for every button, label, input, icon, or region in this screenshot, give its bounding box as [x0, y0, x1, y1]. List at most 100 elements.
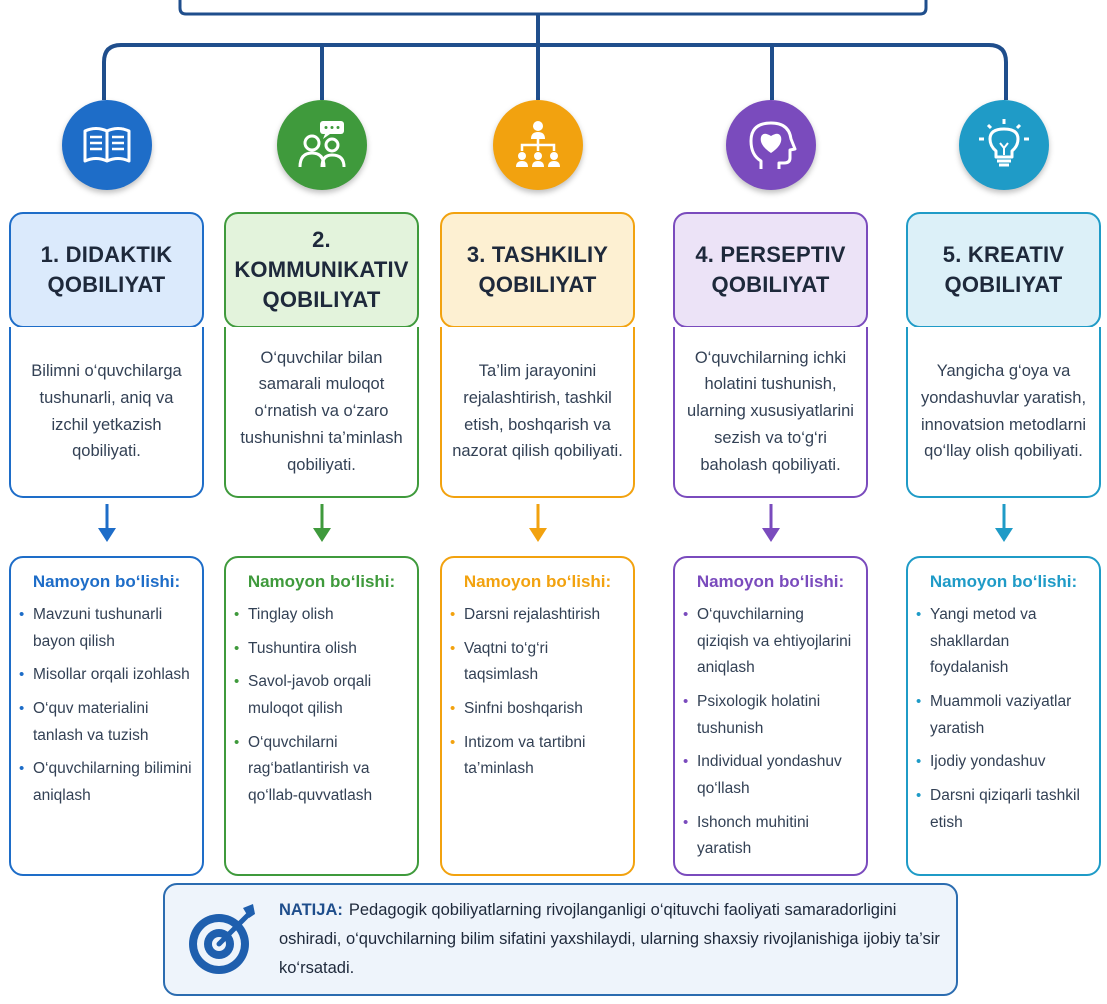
column-description: Ta’lim jarayonini rejalashtirish, tashki… [440, 327, 635, 498]
bullet-icon: • [683, 606, 689, 623]
bullet-icon: • [19, 760, 25, 778]
list-item: • Yangi metod va shakllardan foydalanish [916, 602, 1091, 682]
column-description: O‘quvchilar bilan samarali muloqot o‘rna… [224, 327, 419, 498]
organization-icon [492, 100, 583, 190]
list-item-text: O‘quvchilarning bilimini aniqlash [33, 760, 192, 804]
bullet-icon: • [916, 692, 922, 710]
dialogue-icon [276, 100, 367, 190]
bullet-icon: • [916, 606, 922, 623]
column-description: Bilimni o‘quvchilarga tushunarli, aniq v… [9, 327, 204, 498]
column-title: 2. KOMMUNIKATIV QOBILIYAT [224, 212, 419, 328]
column-description: Yangicha g‘oya va yondashuvlar yaratish,… [906, 327, 1101, 498]
manifestation-box: Namoyon bo‘lishi: • Darsni rejalashtirish… [440, 556, 635, 876]
bullet-icon: • [234, 606, 240, 623]
down-arrow-icon [528, 504, 547, 542]
bullet-icon: • [683, 753, 689, 771]
down-arrow-icon [97, 504, 116, 542]
manifestation-list: •Yangi metod va shakllardan foydalanish … [916, 602, 1091, 836]
bullet-icon: • [450, 699, 456, 717]
column-title: 3. TASHKILIY QOBILIYAT [440, 212, 635, 328]
bullet-icon: • [19, 699, 25, 717]
list-item-text: Muammoli vaziyatlar yaratish [930, 692, 1072, 737]
list-item: • Vaqtni to‘g‘ri taqsimlash [450, 636, 625, 689]
result-box: NATIJA:Pedagogik qobiliyatlarning rivojl… [163, 883, 958, 996]
column-title: 4. PERSEPTIV QOBILIYAT [673, 212, 868, 328]
list-item-text: O‘quvchilarni rag‘batlantirish va qo‘lla… [248, 733, 373, 804]
result-text: NATIJA:Pedagogik qobiliyatlarning rivojl… [279, 896, 942, 983]
book-icon [61, 100, 152, 190]
list-item: • Savol-javob orqali muloqot qilish [234, 669, 409, 722]
list-item-text: Savol-javob orqali muloqot qilish [248, 673, 372, 717]
target-icon [189, 903, 255, 974]
result-label: NATIJA: [279, 901, 343, 920]
down-arrow-icon [994, 504, 1013, 542]
list-item: • Tinglay olish [234, 602, 409, 629]
list-item-text: Ishonch muhitini yaratish [697, 813, 810, 858]
manifestation-heading: Namoyon bo‘lishi: [463, 572, 612, 591]
lightbulb-icon [958, 100, 1049, 190]
manifestation-box: Namoyon bo‘lishi: • Yangi metod va shakll… [906, 556, 1101, 876]
list-item: • Sinfni boshqarish [450, 696, 625, 723]
column-title: 1. DIDAKTIK QOBILIYAT [9, 212, 204, 328]
list-item-text: Psixologik holatini tushunish [697, 692, 821, 737]
connector-lines [102, 0, 1008, 100]
list-item: • O‘quvchilarni rag‘batlantirish va qo‘ll… [234, 730, 409, 810]
list-item-text: Tushuntira olish [248, 639, 357, 657]
list-item: • Mavzuni tushunarli bayon qilish [19, 602, 194, 655]
list-item: • Misollar orqali izohlash [19, 662, 194, 689]
manifestation-list: • Mavzuni tushunarli bayon qilish • Misoll… [19, 602, 194, 810]
list-item-text: Mavzuni tushunarli bayon qilish [33, 606, 163, 650]
bullet-icon: • [683, 813, 689, 831]
bullet-icon: • [450, 606, 456, 623]
list-item: • Ishonch muhitini yaratish [683, 810, 858, 863]
column-title: 5. KREATIV QOBILIYAT [906, 212, 1101, 328]
list-item-text: Darsni rejalashtirish [464, 606, 601, 623]
list-item-text: Yangi metod va shakllardan foydalanish [930, 606, 1037, 677]
list-item: • O‘quvchilarning qiziqish va ehtiyojlari… [683, 602, 858, 682]
column-description: O‘quvchilarning ichki holatini tushunish… [673, 327, 868, 498]
bullet-icon: • [683, 692, 689, 710]
list-item-text: O‘quv materialini tanlash va tuzish [33, 699, 149, 744]
manifestation-list: • O‘quvchilarning qiziqish va ehtiyojlari… [683, 602, 858, 863]
list-item: • Individual yondashuv qo‘llash [683, 749, 858, 802]
bullet-icon: • [916, 753, 922, 771]
list-item-text: Sinfni boshqarish [464, 699, 583, 717]
down-arrow-icon [761, 504, 780, 542]
manifestation-box: Namoyon bo‘lishi: • O‘quvchilarning qiziq… [673, 556, 868, 876]
bullet-icon: • [19, 666, 25, 684]
list-item-text: Vaqtni to‘g‘ri taqsimlash [464, 639, 549, 684]
manifestation-heading: Namoyon bo‘lishi: [929, 572, 1078, 591]
bullet-icon: • [234, 673, 240, 691]
bullet-icon: • [450, 733, 456, 751]
list-item: • Tushuntira olish [234, 636, 409, 663]
list-item-text: Intizom va tartibni ta’minlash [464, 733, 586, 778]
bullet-icon: • [234, 733, 240, 751]
list-item-text: Tinglay olish [248, 606, 334, 623]
list-item: • Darsni qiziqarli tashkil etish [916, 783, 1091, 836]
manifestation-heading: Namoyon bo‘lishi: [32, 572, 181, 591]
bullet-icon: • [450, 639, 456, 657]
manifestation-heading: Namoyon bo‘lishi: [247, 572, 396, 591]
bullet-icon: • [916, 786, 922, 804]
manifestation-box: Namoyon bo‘lishi: • Mavzuni tushunarli ba… [9, 556, 204, 876]
head-heart-icon [725, 100, 816, 190]
list-item: • Darsni rejalashtirish [450, 602, 625, 629]
list-item: • O‘quvchilarning bilimini aniqlash [19, 756, 194, 809]
bullet-icon: • [19, 606, 25, 623]
list-item-text: Individual yondashuv qo‘llash [697, 753, 842, 797]
manifestation-list: • Tinglay olish • Tushuntira olish • Savol-… [234, 602, 409, 810]
list-item: • O‘quv materialini tanlash va tuzish [19, 696, 194, 749]
manifestation-box: Namoyon bo‘lishi: • Tinglay olish • Tushun… [224, 556, 419, 876]
list-item-text: Misollar orqali izohlash [33, 666, 190, 684]
bullet-icon: • [234, 639, 240, 657]
list-item: • Muammoli vaziyatlar yaratish [916, 689, 1091, 742]
manifestation-heading: Namoyon bo‘lishi: [696, 572, 845, 591]
list-item-text: Darsni qiziqarli tashkil etish [930, 786, 1080, 831]
result-body: Pedagogik qobiliyatlarning rivojlanganli… [279, 901, 940, 977]
list-item-text: Ijodiy yondashuv [930, 753, 1046, 771]
list-item-text: O‘quvchilarning qiziqish va ehtiyojlarin… [697, 606, 852, 677]
list-item: • Intizom va tartibni ta’minlash [450, 730, 625, 783]
list-item: • Ijodiy yondashuv [916, 749, 1091, 776]
list-item: • Psixologik holatini tushunish [683, 689, 858, 742]
manifestation-list: • Darsni rejalashtirish • Vaqtni to‘g‘ri t… [450, 602, 625, 783]
